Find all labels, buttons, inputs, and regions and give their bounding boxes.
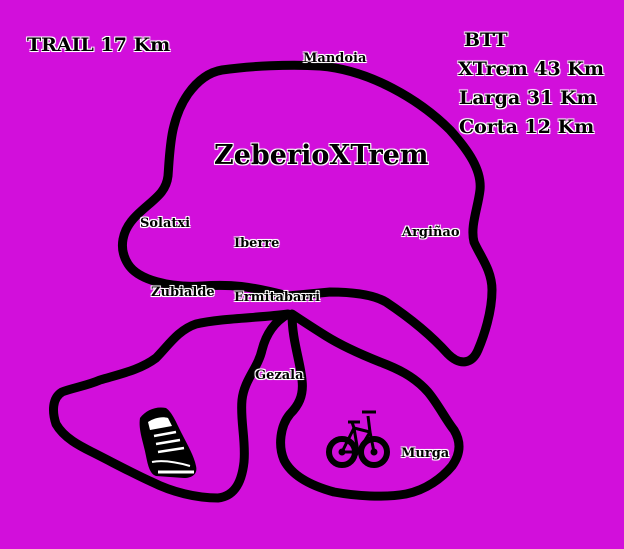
btt-route-larga: Larga 31 Km: [459, 87, 597, 109]
place-label-ermitabarri: Ermitabarri: [234, 290, 321, 305]
place-label-mandoia: Mandoia: [303, 51, 367, 66]
btt-route-corta: Corta 12 Km: [459, 116, 595, 138]
map-title: ZeberioXTrem: [214, 140, 429, 171]
btt-corta-loop: [276, 309, 464, 501]
place-label-arginao: Argiñao: [402, 225, 460, 240]
trail-loop: [49, 309, 293, 503]
place-label-gezala: Gezala: [255, 368, 304, 383]
mountain-bike-icon: [326, 410, 390, 468]
btt-xtrem-loop: [117, 60, 497, 367]
place-label-murga: Murga: [401, 446, 450, 461]
running-shoe-icon: [139, 407, 197, 478]
btt-route-xtrem: XTrem 43 Km: [458, 58, 604, 80]
place-label-solatxi: Solatxi: [140, 216, 191, 231]
place-label-iberre: Iberre: [234, 236, 280, 251]
btt-heading: BTT: [464, 29, 508, 51]
place-label-zubialde: Zubialde: [151, 285, 215, 300]
trail-legend: TRAIL 17 Km: [27, 34, 171, 56]
